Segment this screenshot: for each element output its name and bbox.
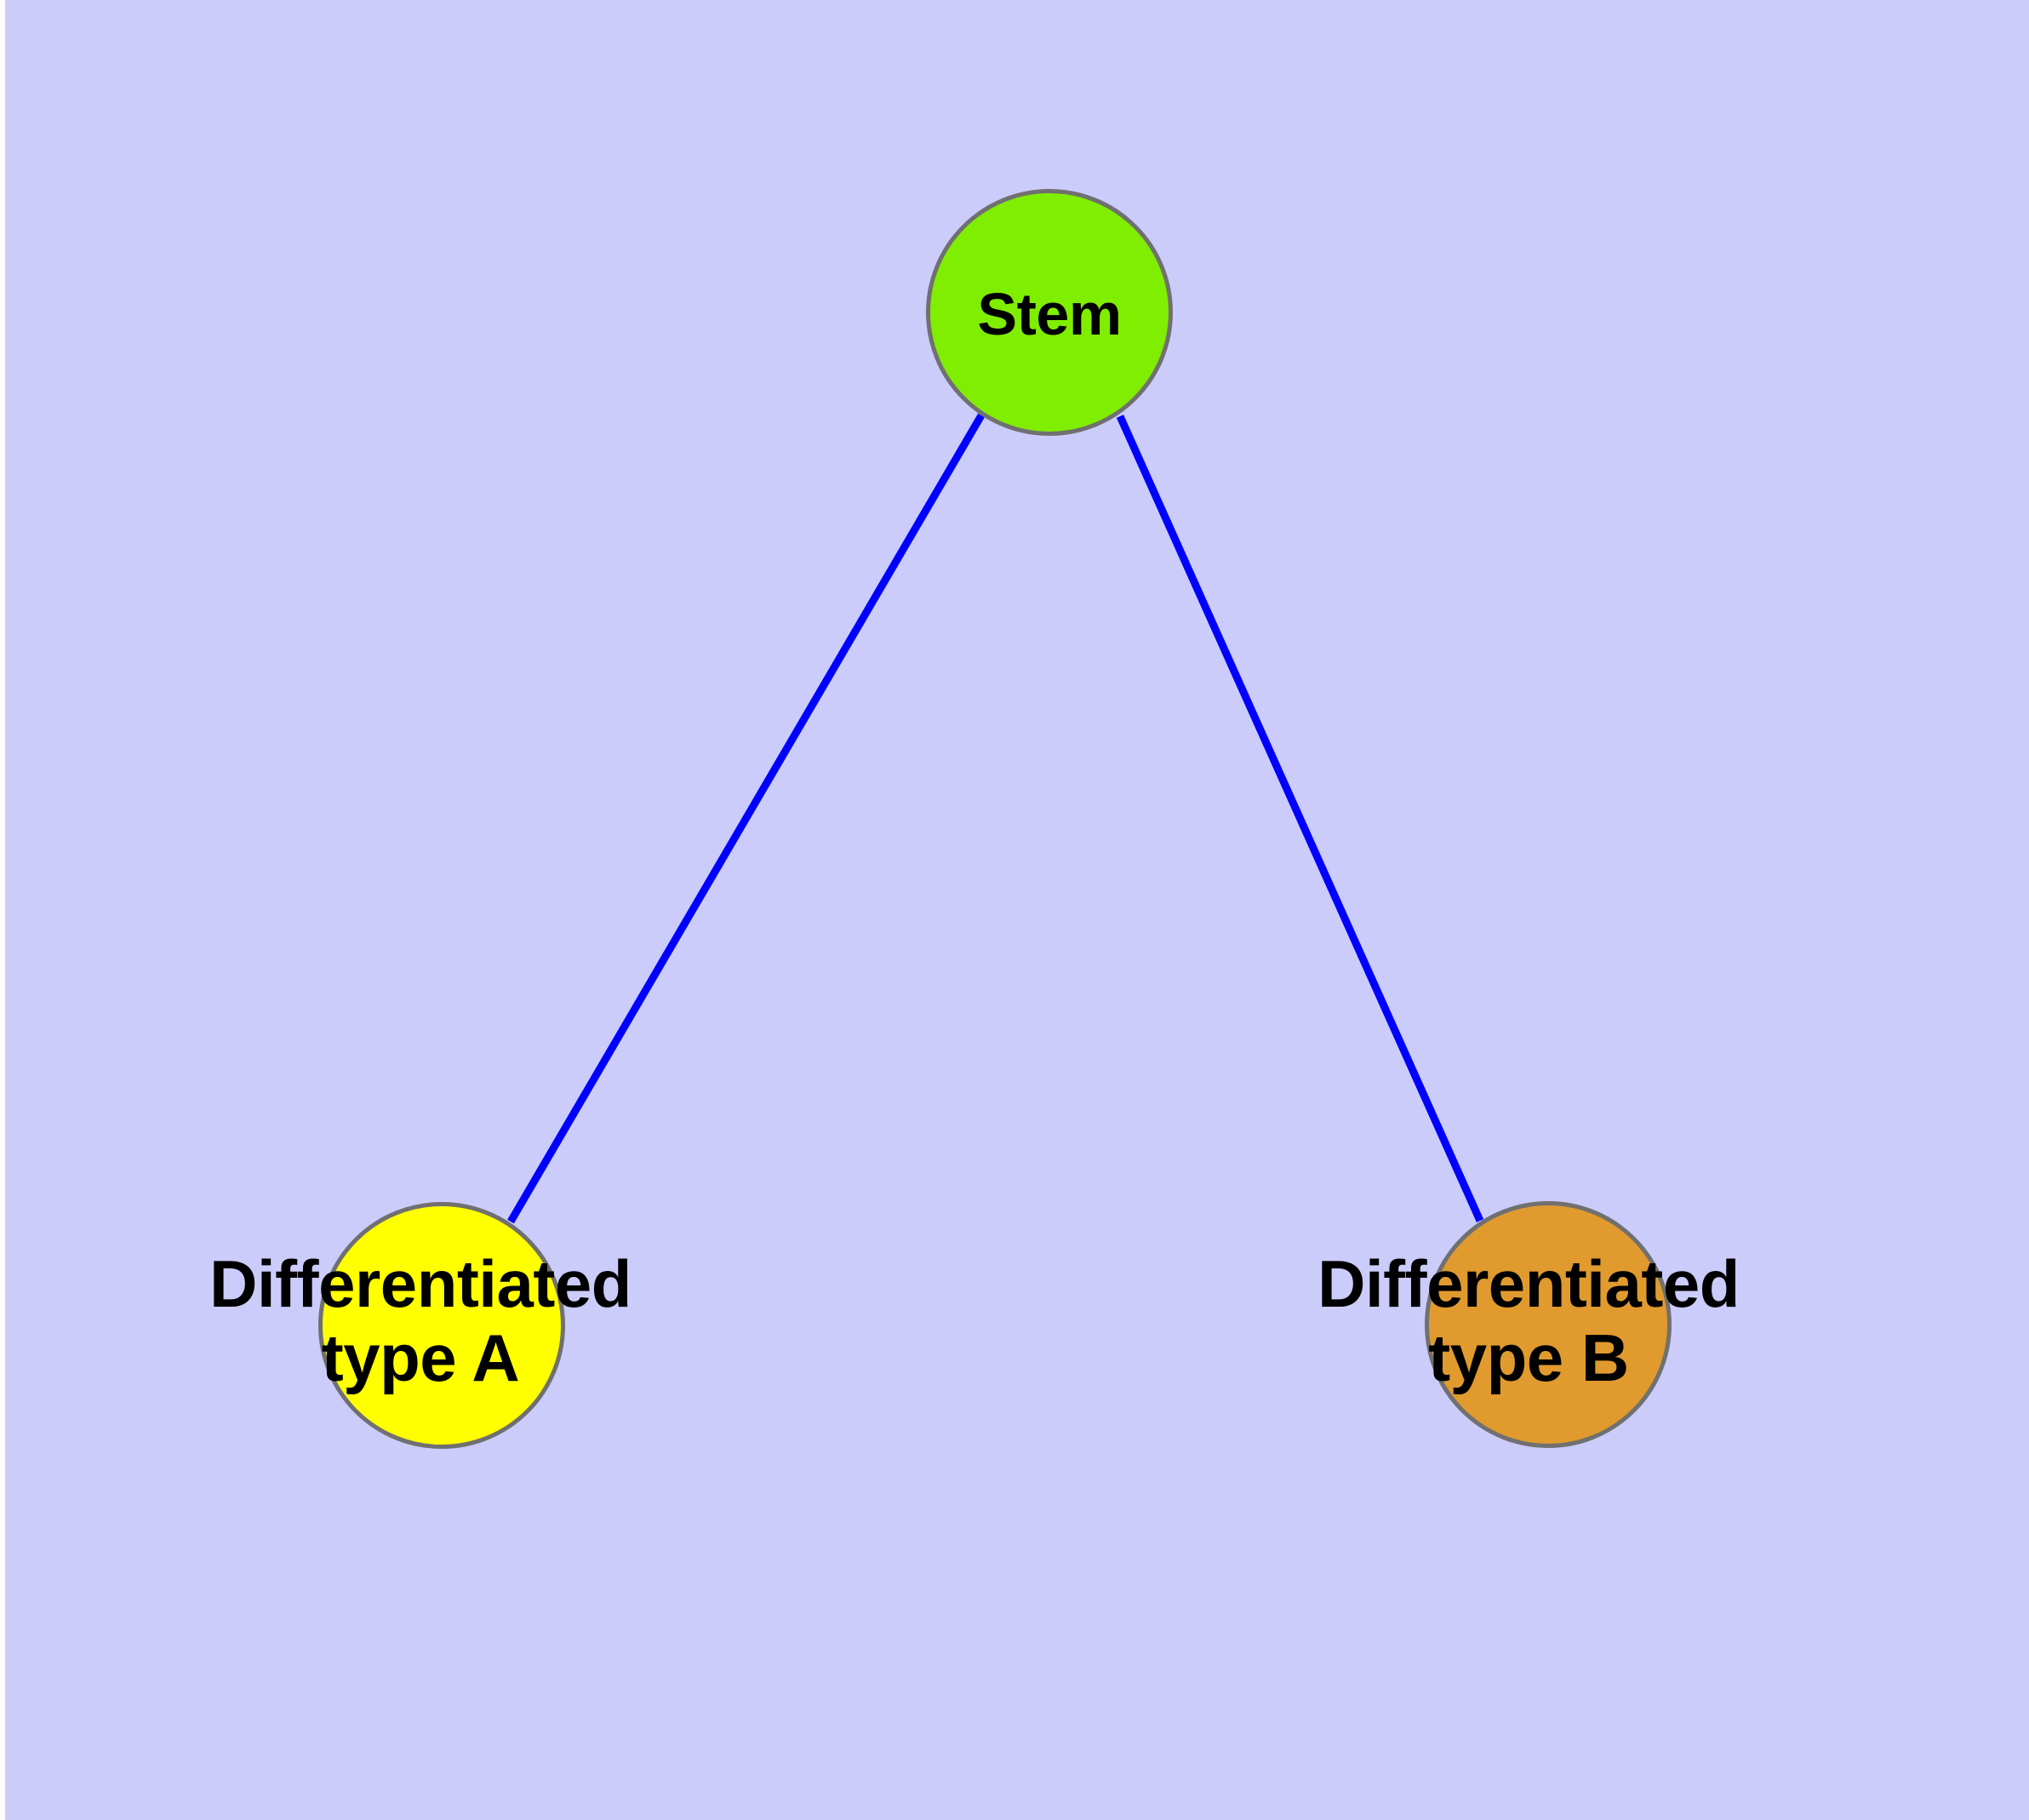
edge-stem-to-diff-a[interactable] bbox=[507, 413, 985, 1224]
node-differentiated-type-b[interactable] bbox=[1425, 1201, 1672, 1448]
edge-layer bbox=[507, 413, 1484, 1224]
node-differentiated-type-a[interactable] bbox=[318, 1202, 565, 1449]
node-layer bbox=[318, 189, 1672, 1449]
edge-stem-to-diff-b[interactable] bbox=[1116, 415, 1484, 1222]
node-stem[interactable] bbox=[926, 189, 1173, 436]
